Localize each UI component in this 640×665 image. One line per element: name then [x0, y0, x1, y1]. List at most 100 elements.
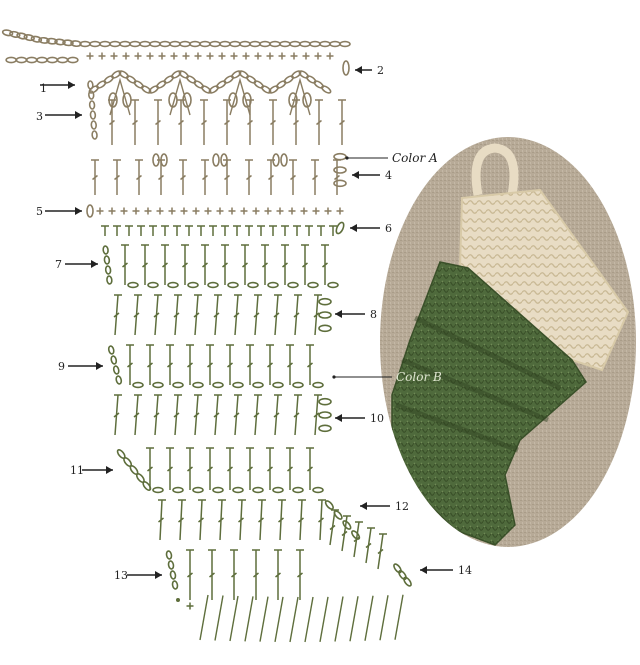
double-crochet	[298, 499, 306, 541]
chain-stitch	[90, 120, 97, 130]
double-crochet	[146, 447, 154, 490]
single-crochet	[230, 52, 238, 60]
chain-stitch	[393, 563, 402, 574]
arrow-head	[335, 414, 342, 422]
single-crochet	[120, 207, 128, 215]
chain-stitch	[132, 381, 144, 389]
single-crochet	[194, 52, 202, 60]
chain-stitch	[292, 381, 304, 389]
single-crochet	[252, 207, 260, 215]
chain-stitch	[307, 281, 319, 289]
single-crochet	[185, 225, 193, 236]
chain-stitch	[252, 486, 264, 494]
double-crochet	[281, 244, 289, 285]
chain-stitch	[126, 75, 137, 84]
chain-stitch	[216, 80, 227, 89]
chain-stitch	[207, 281, 219, 289]
row-number-2: 2	[377, 64, 384, 77]
chain-stitch	[309, 40, 321, 48]
double-crochet	[238, 499, 246, 541]
chain-stitch	[319, 40, 331, 48]
chain-stitch	[89, 40, 101, 48]
double-crochet	[146, 344, 154, 385]
double-crochet	[113, 294, 122, 336]
double-crochet	[246, 99, 254, 145]
row-number-9: 9	[58, 360, 65, 373]
stocking-body	[391, 261, 587, 546]
double-crochet	[274, 596, 284, 643]
shell-stitch	[229, 77, 251, 116]
chain-stitch	[30, 35, 43, 43]
chain-stitch	[5, 56, 17, 64]
double-crochet	[206, 447, 214, 490]
chain-stitch	[186, 75, 197, 84]
single-crochet	[305, 225, 313, 236]
chain-stitch	[67, 56, 79, 64]
chain-stitch	[152, 153, 160, 167]
single-crochet	[197, 225, 205, 236]
single-crochet	[168, 207, 176, 215]
double-crochet	[126, 344, 134, 385]
chain-stitch	[219, 40, 231, 48]
single-crochet	[233, 225, 241, 236]
double-crochet	[201, 159, 209, 195]
chain-stitch	[160, 153, 168, 167]
chain-stitch	[152, 486, 164, 494]
color-b-label: Color B	[396, 370, 442, 384]
shell-stitch	[169, 77, 191, 116]
chain-stitch	[249, 40, 261, 48]
chain-stitch	[318, 424, 332, 433]
double-crochet	[200, 99, 208, 145]
single-crochet	[242, 52, 250, 60]
chain-stitch	[239, 40, 251, 48]
chain-stitch	[165, 550, 173, 560]
double-crochet	[258, 499, 266, 541]
chain-stitch	[287, 281, 299, 289]
chain-stitch	[89, 110, 97, 120]
double-crochet	[334, 596, 344, 642]
chain-stitch	[268, 85, 279, 94]
single-crochet	[290, 52, 298, 60]
chain-stitch	[16, 32, 28, 40]
double-crochet	[108, 99, 116, 145]
single-crochet	[204, 207, 212, 215]
chain-stitch	[167, 281, 179, 289]
single-crochet	[113, 225, 121, 236]
chain-stitch	[299, 40, 311, 48]
double-crochet	[91, 159, 99, 195]
chain-stitch	[333, 166, 347, 174]
chain-stitch	[232, 381, 244, 389]
double-crochet	[292, 99, 300, 145]
chain-stitch	[172, 381, 184, 389]
single-crochet	[228, 207, 236, 215]
slip-stitch	[176, 598, 180, 602]
double-crochet	[233, 394, 242, 436]
chain-stitch	[192, 486, 204, 494]
double-crochet	[318, 499, 326, 541]
double-crochet	[193, 294, 202, 336]
single-crochet	[170, 52, 178, 60]
chain-stitch	[115, 375, 123, 385]
chain-stitch	[321, 85, 332, 94]
double-crochet	[229, 595, 239, 642]
double-crochet	[113, 394, 122, 436]
double-crochet	[313, 294, 322, 336]
chain-stitch	[324, 500, 334, 510]
arrow-head	[420, 566, 427, 574]
row-number-14: 14	[458, 564, 472, 577]
chain-stitch	[88, 90, 95, 100]
single-crochet	[144, 207, 152, 215]
double-crochet	[153, 394, 162, 436]
color-a-rows	[1, 29, 351, 218]
single-crochet	[134, 52, 142, 60]
row-number-6: 6	[385, 222, 392, 235]
double-crochet	[296, 549, 304, 600]
double-crochet	[186, 447, 194, 490]
chain-stitch	[229, 40, 241, 48]
chain-stitch	[403, 576, 412, 587]
chain-stitch	[118, 70, 129, 79]
double-crochet	[218, 499, 226, 541]
double-crochet	[365, 527, 375, 564]
single-crochet	[278, 52, 286, 60]
arrow-head	[106, 466, 113, 474]
